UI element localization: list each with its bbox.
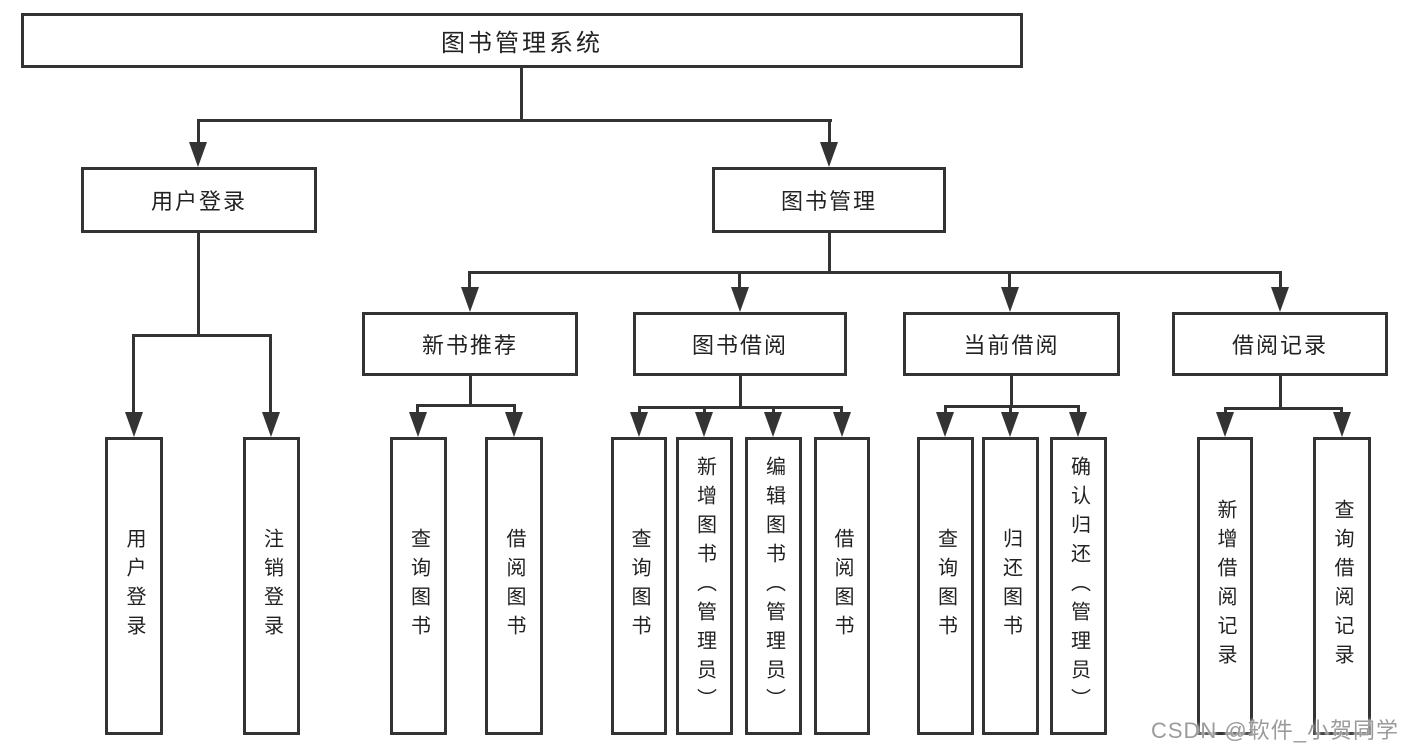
connector-arrowhead bbox=[764, 412, 782, 437]
connector-line bbox=[1009, 405, 1012, 413]
connector-line bbox=[1279, 376, 1282, 409]
node-label: 注销登录 bbox=[260, 528, 283, 644]
node-book-management-system: 图书管理系统 bbox=[21, 13, 1023, 68]
node-label: 编辑图书（管理员） bbox=[762, 455, 785, 717]
connector-line bbox=[132, 334, 135, 412]
node-label: 确认归还（管理员） bbox=[1067, 455, 1090, 717]
connector-line bbox=[840, 406, 843, 413]
leaf-add-books-admin: 新增图书（管理员） bbox=[676, 437, 733, 735]
connector-line bbox=[1008, 271, 1011, 288]
connector-line bbox=[1279, 271, 1282, 288]
node-borrowing-records: 借阅记录 bbox=[1172, 312, 1388, 376]
connector-line bbox=[944, 405, 947, 413]
node-label: 查询图书 bbox=[628, 528, 650, 644]
connector-arrowhead bbox=[731, 287, 749, 312]
leaf-edit-books-admin: 编辑图书（管理员） bbox=[745, 437, 802, 735]
connector-line bbox=[738, 271, 741, 288]
leaf-return-books: 归还图书 bbox=[982, 437, 1039, 735]
node-user-login: 用户登录 bbox=[81, 167, 317, 233]
csdn-watermark: CSDN @软件_小贺同学 bbox=[1150, 718, 1399, 743]
connector-arrowhead bbox=[1216, 412, 1234, 437]
connector-arrowhead bbox=[1001, 287, 1019, 312]
node-label: 归还图书 bbox=[999, 528, 1022, 644]
connector-line bbox=[1340, 407, 1343, 413]
connector-line bbox=[1010, 376, 1013, 407]
connector-arrowhead bbox=[1001, 412, 1019, 437]
connector-line bbox=[1224, 407, 1227, 413]
leaf-add-borrow-record: 新增借阅记录 bbox=[1197, 437, 1253, 735]
leaf-borrow-books-recommend: 借阅图书 bbox=[485, 437, 543, 735]
connector-arrowhead bbox=[409, 412, 427, 437]
connector-line bbox=[132, 334, 272, 337]
connector-line bbox=[197, 233, 200, 336]
connector-line bbox=[638, 406, 641, 413]
connector-line bbox=[1077, 405, 1080, 413]
connector-arrowhead bbox=[936, 412, 954, 437]
connector-arrowhead bbox=[630, 412, 648, 437]
node-label: 用户登录 bbox=[150, 189, 247, 214]
node-label: 新书推荐 bbox=[421, 333, 518, 358]
connector-line bbox=[520, 68, 523, 121]
connector-line bbox=[269, 334, 272, 412]
node-book-management: 图书管理 bbox=[712, 167, 946, 233]
connector-line bbox=[739, 376, 742, 408]
leaf-query-books-recommend: 查询图书 bbox=[390, 437, 447, 735]
node-book-borrowing: 图书借阅 bbox=[633, 312, 847, 376]
connector-arrowhead bbox=[820, 142, 838, 167]
connector-line bbox=[513, 404, 516, 413]
connector-line bbox=[197, 119, 832, 122]
leaf-confirm-return-admin: 确认归还（管理员） bbox=[1050, 437, 1107, 735]
node-current-borrowing: 当前借阅 bbox=[903, 312, 1120, 376]
connector-line bbox=[416, 404, 516, 407]
node-label: 图书管理系统 bbox=[441, 30, 603, 57]
leaf-borrow-books-borrowing: 借阅图书 bbox=[814, 437, 870, 735]
connector-line bbox=[828, 233, 831, 273]
connector-arrowhead bbox=[1333, 412, 1351, 437]
leaf-logout: 注销登录 bbox=[243, 437, 300, 735]
leaf-query-borrow-record: 查询借阅记录 bbox=[1313, 437, 1371, 735]
node-label: 当前借阅 bbox=[963, 333, 1060, 358]
connector-arrowhead bbox=[1069, 412, 1087, 437]
connector-line bbox=[468, 271, 471, 288]
connector-arrowhead bbox=[262, 412, 280, 437]
connector-line bbox=[638, 406, 843, 409]
connector-arrowhead bbox=[189, 142, 207, 167]
node-label: 借阅图书 bbox=[831, 528, 853, 644]
node-label: 图书借阅 bbox=[691, 333, 788, 358]
connector-arrowhead bbox=[125, 412, 143, 437]
connector-line bbox=[703, 406, 706, 413]
connector-line bbox=[197, 119, 200, 143]
node-label: 查询借阅记录 bbox=[1331, 499, 1353, 673]
connector-arrowhead bbox=[505, 412, 523, 437]
connector-line bbox=[416, 404, 419, 413]
connector-arrowhead bbox=[461, 287, 479, 312]
connector-arrowhead bbox=[833, 412, 851, 437]
connector-arrowhead bbox=[1271, 287, 1289, 312]
node-new-book-recommendation: 新书推荐 bbox=[362, 312, 578, 376]
node-label: 图书管理 bbox=[780, 189, 877, 214]
node-label: 借阅记录 bbox=[1231, 333, 1328, 358]
leaf-query-books-current: 查询图书 bbox=[917, 437, 974, 735]
connector-line bbox=[772, 406, 775, 413]
node-label: 查询图书 bbox=[407, 528, 430, 644]
connector-line bbox=[468, 271, 1282, 274]
connector-line bbox=[828, 119, 831, 143]
node-label: 用户登录 bbox=[123, 528, 145, 644]
node-label: 新增图书（管理员） bbox=[693, 455, 716, 717]
node-label: 查询图书 bbox=[934, 528, 957, 644]
node-label: 新增借阅记录 bbox=[1214, 499, 1236, 673]
connector-line bbox=[944, 405, 1080, 408]
node-label: 借阅图书 bbox=[503, 528, 525, 644]
leaf-user-login: 用户登录 bbox=[105, 437, 163, 735]
connector-line bbox=[469, 376, 472, 406]
leaf-query-books-borrowing: 查询图书 bbox=[611, 437, 667, 735]
connector-arrowhead bbox=[695, 412, 713, 437]
connector-line bbox=[1224, 407, 1343, 410]
